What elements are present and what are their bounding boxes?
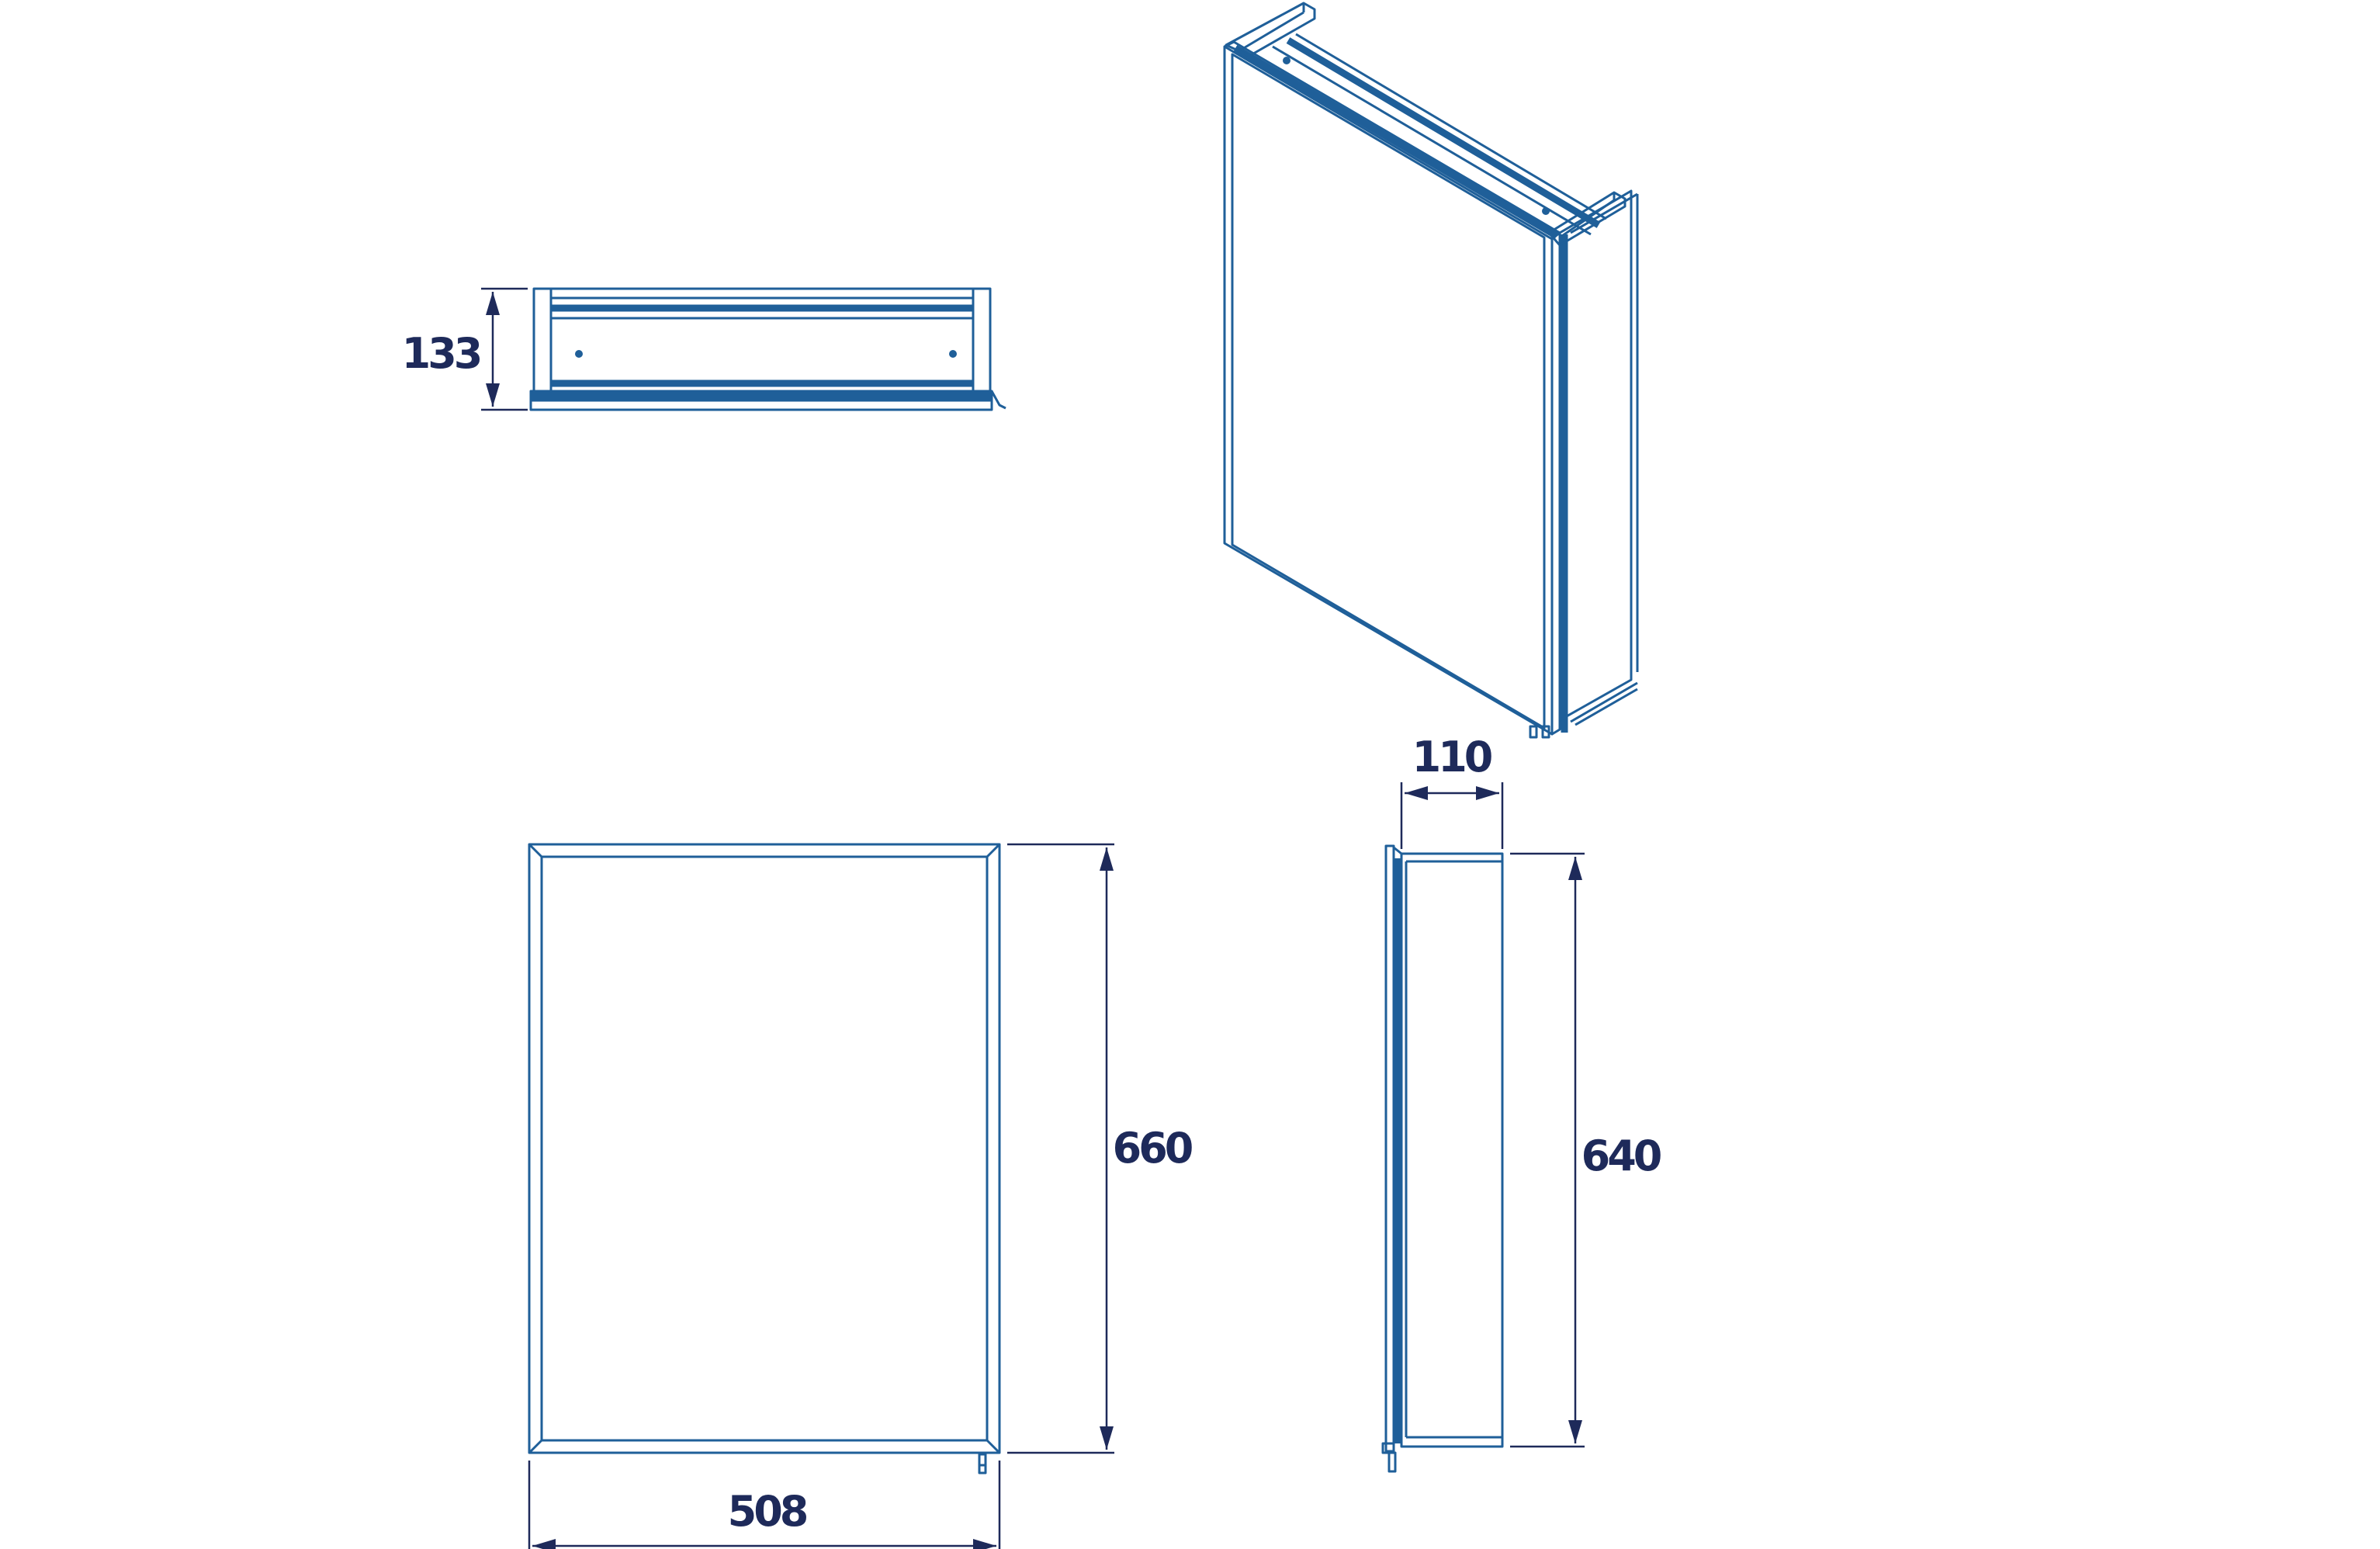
dimension-label-110: 110: [1412, 733, 1491, 781]
iso-body-side: [1558, 189, 1633, 722]
front-door-inner: [540, 855, 989, 1442]
top-view-right-bracket: [972, 287, 992, 393]
iso-door-front: [1223, 45, 1554, 736]
dimension-top-view-depth: [481, 287, 528, 411]
side-body: [1400, 852, 1504, 1448]
dimension-front-height: [1007, 843, 1114, 1454]
dimension-label-508: 508: [728, 1487, 807, 1536]
dimension-side-height: [1510, 852, 1585, 1448]
dimension-front-width: [528, 1461, 1001, 1549]
dimension-label-660: 660: [1113, 1124, 1192, 1173]
isometric-view: [1223, 2, 1639, 739]
side-door: [1384, 844, 1395, 1453]
mounting-hole: [1542, 207, 1550, 215]
mounting-hole: [1283, 57, 1290, 64]
top-view: [529, 287, 1006, 411]
side-view: [1381, 844, 1504, 1473]
dimension-label-133: 133: [402, 329, 480, 378]
dimension-label-640: 640: [1581, 1131, 1661, 1180]
mounting-hole: [575, 350, 583, 358]
front-view: [528, 843, 1001, 1474]
front-door-outer: [528, 843, 1001, 1454]
mounting-hole: [949, 350, 957, 358]
top-view-left-bracket: [532, 287, 553, 393]
dimension-side-depth: [1400, 782, 1504, 849]
